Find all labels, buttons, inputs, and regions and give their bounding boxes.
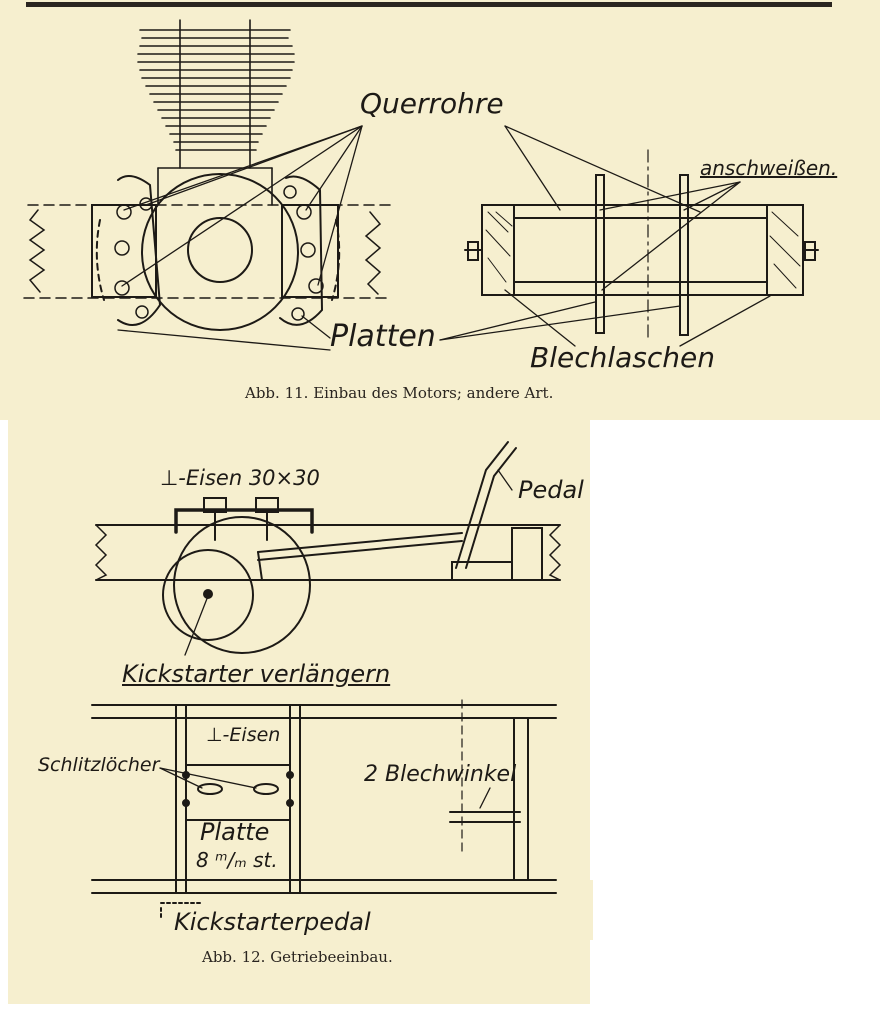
frame-tubes-dashed <box>23 204 393 299</box>
label-querrohre: Querrohre <box>360 87 504 120</box>
leader-lines-fig12-top <box>184 469 513 656</box>
label-pedal: Pedal <box>518 476 584 504</box>
page-edge-strip <box>585 880 593 940</box>
caption-figure-11: Abb. 11. Einbau des Motors; andere Art. <box>245 384 554 402</box>
label-anschweissen: anschweißen. <box>700 156 838 180</box>
engine-cylinder-fins <box>137 19 295 206</box>
label-2-blechwinkel: 2 Blechwinkel <box>364 762 517 787</box>
leader-lines-fig12-bottom <box>159 767 491 809</box>
label-blechlaschen: Blechlaschen <box>530 341 715 374</box>
leader-lines-fig11-left <box>117 125 363 351</box>
label-platten: Platten <box>330 319 436 354</box>
label-t-eisen-30x30: ⊥-Eisen 30×30 <box>160 466 320 490</box>
angle-iron-clamp <box>174 497 314 541</box>
pedal-assembly <box>451 441 543 581</box>
gearbox-housing <box>162 516 463 654</box>
label-platte-thickness: 8 ᵐ/ₘ st. <box>196 848 278 872</box>
label-schlitzloecher: Schlitzlöcher <box>38 754 160 776</box>
crankcase <box>91 173 341 331</box>
header-rule <box>26 2 832 7</box>
caption-figure-12: Abb. 12. Getriebeeinbau. <box>202 948 393 966</box>
mounting-holes <box>114 185 324 321</box>
label-t-eisen: ⊥-Eisen <box>206 724 281 746</box>
label-platte: Platte <box>200 818 270 846</box>
label-kickstarter-verlaengern: Kickstarter verlängern <box>122 660 391 688</box>
weld-hatching <box>485 211 801 289</box>
leader-lines-fig11-right <box>439 125 771 347</box>
side-view-tubes <box>464 149 819 341</box>
break-lines <box>28 209 382 295</box>
frame-top-view <box>91 699 557 921</box>
label-kickstarterpedal: Kickstarterpedal <box>174 908 371 936</box>
